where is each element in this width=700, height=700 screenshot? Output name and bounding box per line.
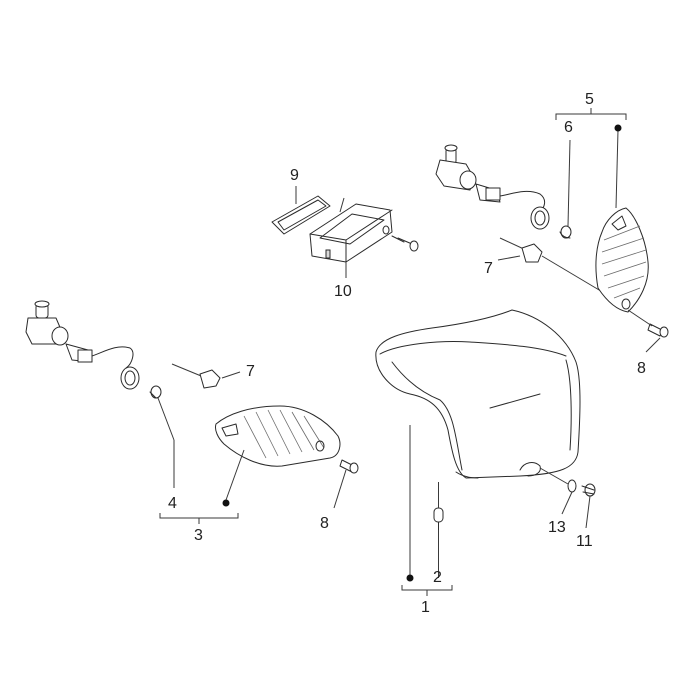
number-plate-light [309, 197, 419, 278]
rear-light-housing [375, 309, 581, 479]
bulb [433, 482, 444, 578]
left-turn-signal-socket [25, 300, 175, 488]
number-plate-lens [271, 186, 331, 235]
bracket-5 [555, 108, 627, 132]
callout-labels: 1 2 3 4 5 6 7 7 8 8 9 10 11 13 [168, 91, 646, 616]
callout-2: 2 [433, 569, 442, 586]
callout-3: 3 [194, 527, 203, 544]
right-screw-8 [627, 309, 669, 353]
right-turn-signal-socket [435, 139, 572, 239]
right-clip-nut [497, 237, 627, 307]
callout-7-right: 7 [484, 260, 493, 277]
left-lens-ribs [243, 409, 325, 459]
bracket-1 [401, 425, 453, 596]
right-turn-signal-lens [595, 129, 649, 313]
marker-dot-1 [406, 574, 414, 582]
screw-11 [539, 467, 596, 529]
left-turn-signal-lens [215, 405, 341, 501]
callout-6: 6 [564, 119, 573, 136]
right-lens-ribs [601, 225, 647, 299]
marker-dot-3 [222, 499, 230, 507]
callout-8-left: 8 [320, 515, 329, 532]
left-screw-8 [333, 459, 359, 509]
callout-11: 11 [576, 533, 593, 550]
callout-1: 1 [421, 599, 430, 616]
callout-7-left: 7 [246, 363, 255, 380]
callout-5: 5 [585, 91, 594, 108]
callout-13: 13 [548, 519, 566, 536]
callout-9: 9 [290, 167, 299, 184]
left-clip-nut [171, 363, 241, 389]
callout-8-right: 8 [637, 360, 646, 377]
callout-10: 10 [334, 283, 352, 300]
bracket-3 [159, 499, 239, 524]
marker-dot-5 [614, 124, 622, 132]
callout-4: 4 [168, 495, 177, 512]
